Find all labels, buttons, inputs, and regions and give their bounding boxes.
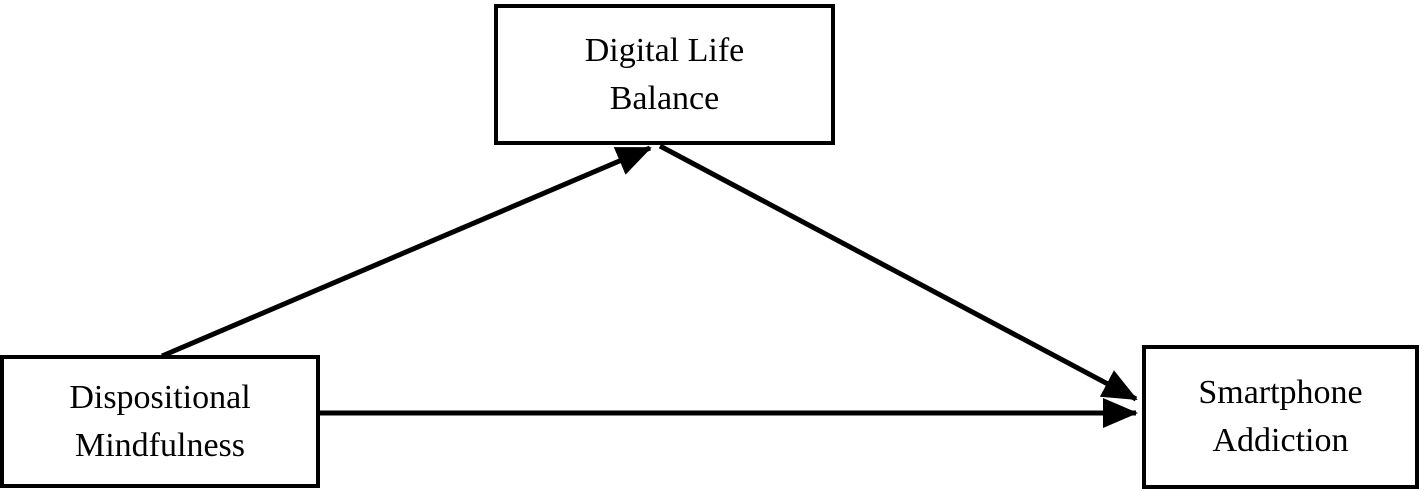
node-digital-life-balance: Digital Life Balance <box>494 4 835 145</box>
node-dispositional-mindfulness: Dispositional Mindfulness <box>0 355 320 488</box>
arrow-predictor-to-mediator <box>161 145 652 359</box>
node-smartphone-addiction-label: Smartphone Addiction <box>1198 374 1363 459</box>
arrow-mediator-to-outcome <box>658 143 1138 402</box>
node-dispositional-mindfulness-label: Dispositional Mindfulness <box>69 378 251 464</box>
node-digital-life-balance-label: Digital Life Balance <box>584 31 745 117</box>
node-smartphone-addiction: Smartphone Addiction <box>1142 345 1419 489</box>
